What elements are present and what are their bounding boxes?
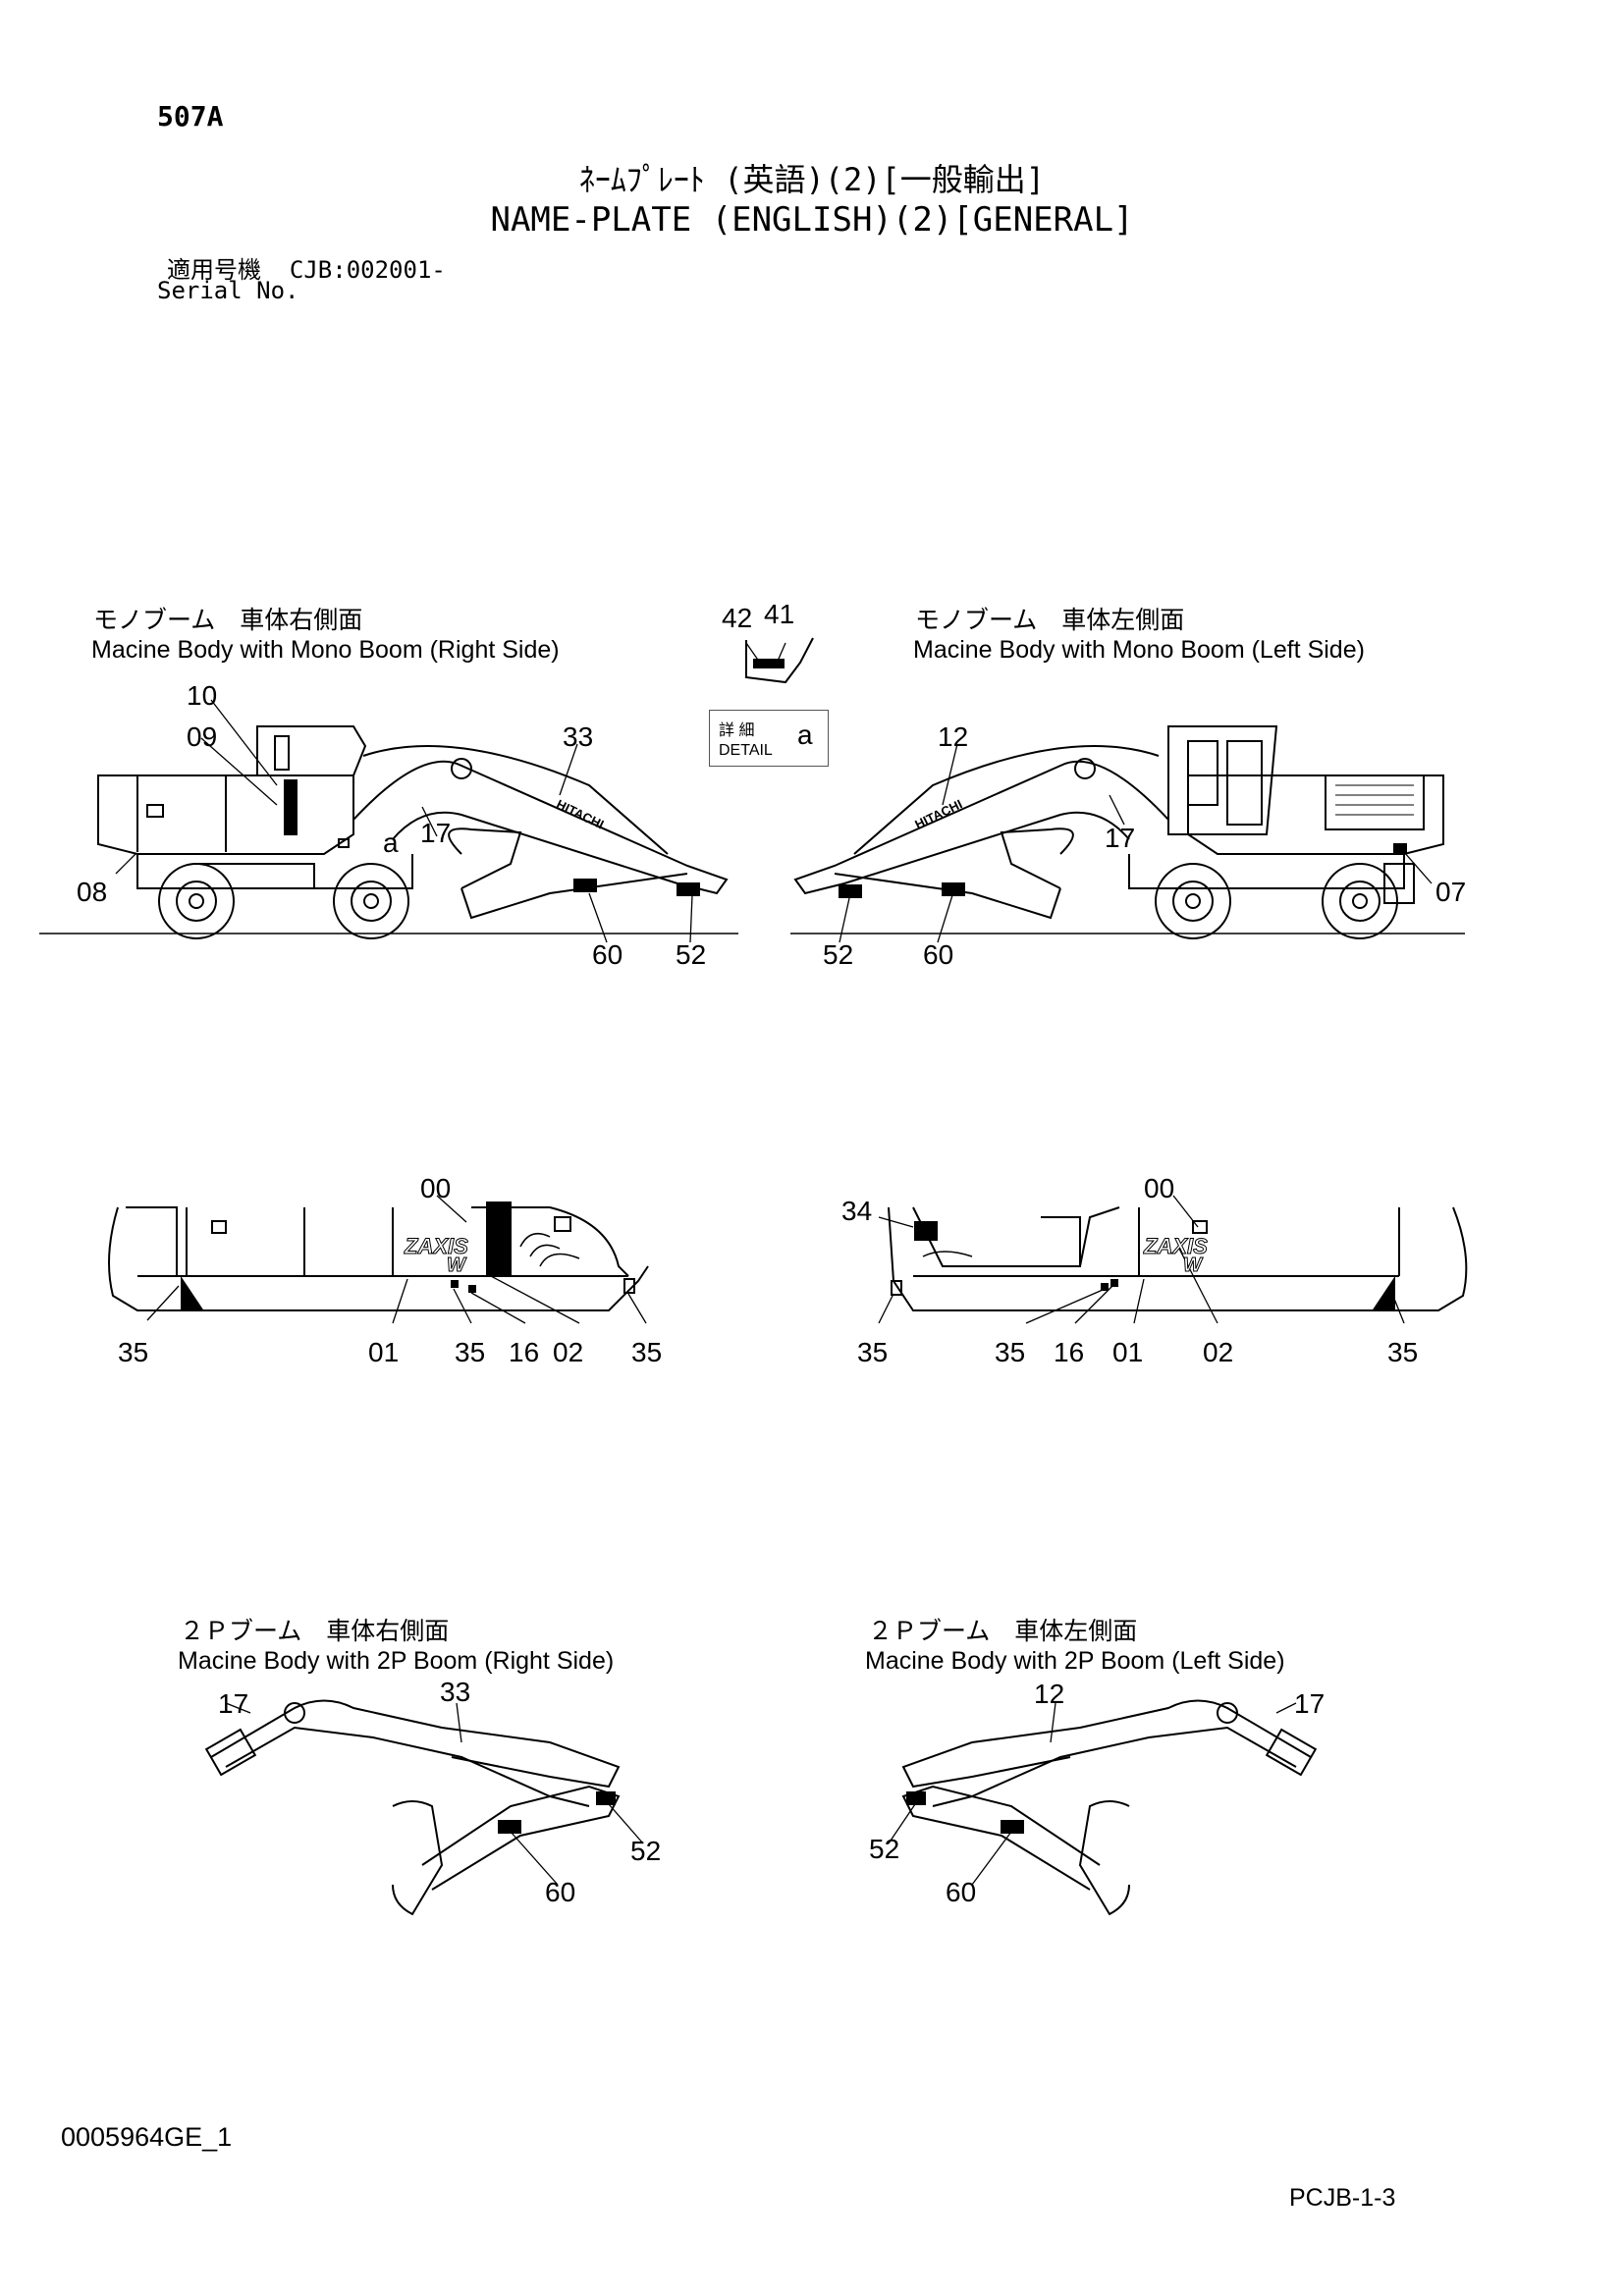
callout-60: 60 [545, 1877, 576, 1907]
caption-2p-left-jp: ２Ｐブーム 車体左側面 [868, 1617, 1138, 1645]
callout-35: 35 [118, 1337, 149, 1367]
callout-07: 07 [1435, 877, 1467, 907]
zaxis-decal-left: ZAXIS [1144, 1234, 1209, 1259]
callout-17: 17 [420, 818, 452, 848]
callout-12: 12 [938, 721, 969, 752]
callout-01: 01 [1112, 1337, 1144, 1367]
body-detail-right [108, 1195, 649, 1324]
callout-17: 17 [1294, 1688, 1326, 1719]
machine-mono-right [39, 699, 738, 943]
callout-08: 08 [77, 877, 108, 907]
detail-label-jp: 詳 細 [719, 722, 755, 739]
callout-60: 60 [592, 939, 623, 970]
page-code: 507A [157, 100, 224, 133]
callout-10: 10 [187, 680, 218, 711]
callout-41: 41 [764, 599, 795, 629]
callout-16: 16 [509, 1337, 540, 1367]
callout-12: 12 [1034, 1679, 1065, 1709]
serial-value: CJB:002001- [289, 256, 446, 284]
callout-35: 35 [857, 1337, 889, 1367]
callout-33: 33 [440, 1677, 471, 1707]
callout-52: 52 [676, 939, 707, 970]
callout-33: 33 [563, 721, 594, 752]
callout-52: 52 [869, 1834, 900, 1864]
detail-label-en: DETAIL [719, 742, 773, 759]
callout-35: 35 [1387, 1337, 1419, 1367]
detail-box [709, 710, 829, 767]
callout-02: 02 [1203, 1337, 1234, 1367]
w-decal-left: W [1183, 1255, 1203, 1277]
detail-a-sketch [745, 637, 814, 684]
serial-label-row: 適用号機 CJB:002001- [167, 250, 446, 285]
callout-35: 35 [631, 1337, 663, 1367]
callout-35: 35 [455, 1337, 486, 1367]
caption-mono-right-en: Macine Body with Mono Boom (Right Side) [91, 636, 560, 664]
callout-60: 60 [946, 1877, 977, 1907]
callout-a: a [383, 828, 399, 858]
caption-2p-right-jp: ２Ｐブーム 車体右側面 [180, 1617, 450, 1645]
callout-09: 09 [187, 721, 218, 752]
boom-2p-left [888, 1699, 1318, 1916]
machine-mono-left [790, 725, 1465, 943]
callout-01: 01 [368, 1337, 400, 1367]
callout-34: 34 [841, 1196, 873, 1226]
callout-35: 35 [995, 1337, 1026, 1367]
page-reference: PCJB-1-3 [1289, 2184, 1396, 2212]
callout-60: 60 [923, 939, 954, 970]
caption-mono-right-jp: モノブーム 車体右側面 [93, 606, 363, 634]
serial-label-en: Serial No. [157, 277, 299, 304]
zaxis-decal-right: ZAXIS [405, 1234, 469, 1259]
callout-00: 00 [1144, 1173, 1175, 1203]
caption-2p-right-en: Macine Body with 2P Boom (Right Side) [178, 1647, 615, 1675]
callout-00: 00 [420, 1173, 452, 1203]
callout-42: 42 [722, 603, 753, 633]
caption-2p-left-en: Macine Body with 2P Boom (Left Side) [865, 1647, 1285, 1675]
callout-52: 52 [630, 1836, 662, 1866]
serial-label-jp: 適用号機 [167, 256, 261, 284]
document-id: 0005964GE_1 [61, 2122, 233, 2152]
caption-mono-left-jp: モノブーム 車体左側面 [915, 606, 1185, 634]
callout-02: 02 [553, 1337, 584, 1367]
title-japanese: ﾈｰﾑﾌﾟﾚｰﾄ (英語)(2)[一般輸出] [578, 161, 1046, 198]
w-decal-right: W [447, 1255, 466, 1277]
title-english: NAME-PLATE (ENGLISH)(2)[GENERAL] [490, 200, 1134, 240]
callout-52: 52 [823, 939, 854, 970]
boom-2p-right [204, 1699, 644, 1916]
caption-mono-left-en: Macine Body with Mono Boom (Left Side) [913, 636, 1365, 664]
callout-17: 17 [1105, 823, 1136, 853]
detail-ref: a [797, 720, 813, 750]
callout-16: 16 [1054, 1337, 1085, 1367]
callout-17: 17 [218, 1688, 249, 1719]
body-detail-left [878, 1195, 1468, 1324]
